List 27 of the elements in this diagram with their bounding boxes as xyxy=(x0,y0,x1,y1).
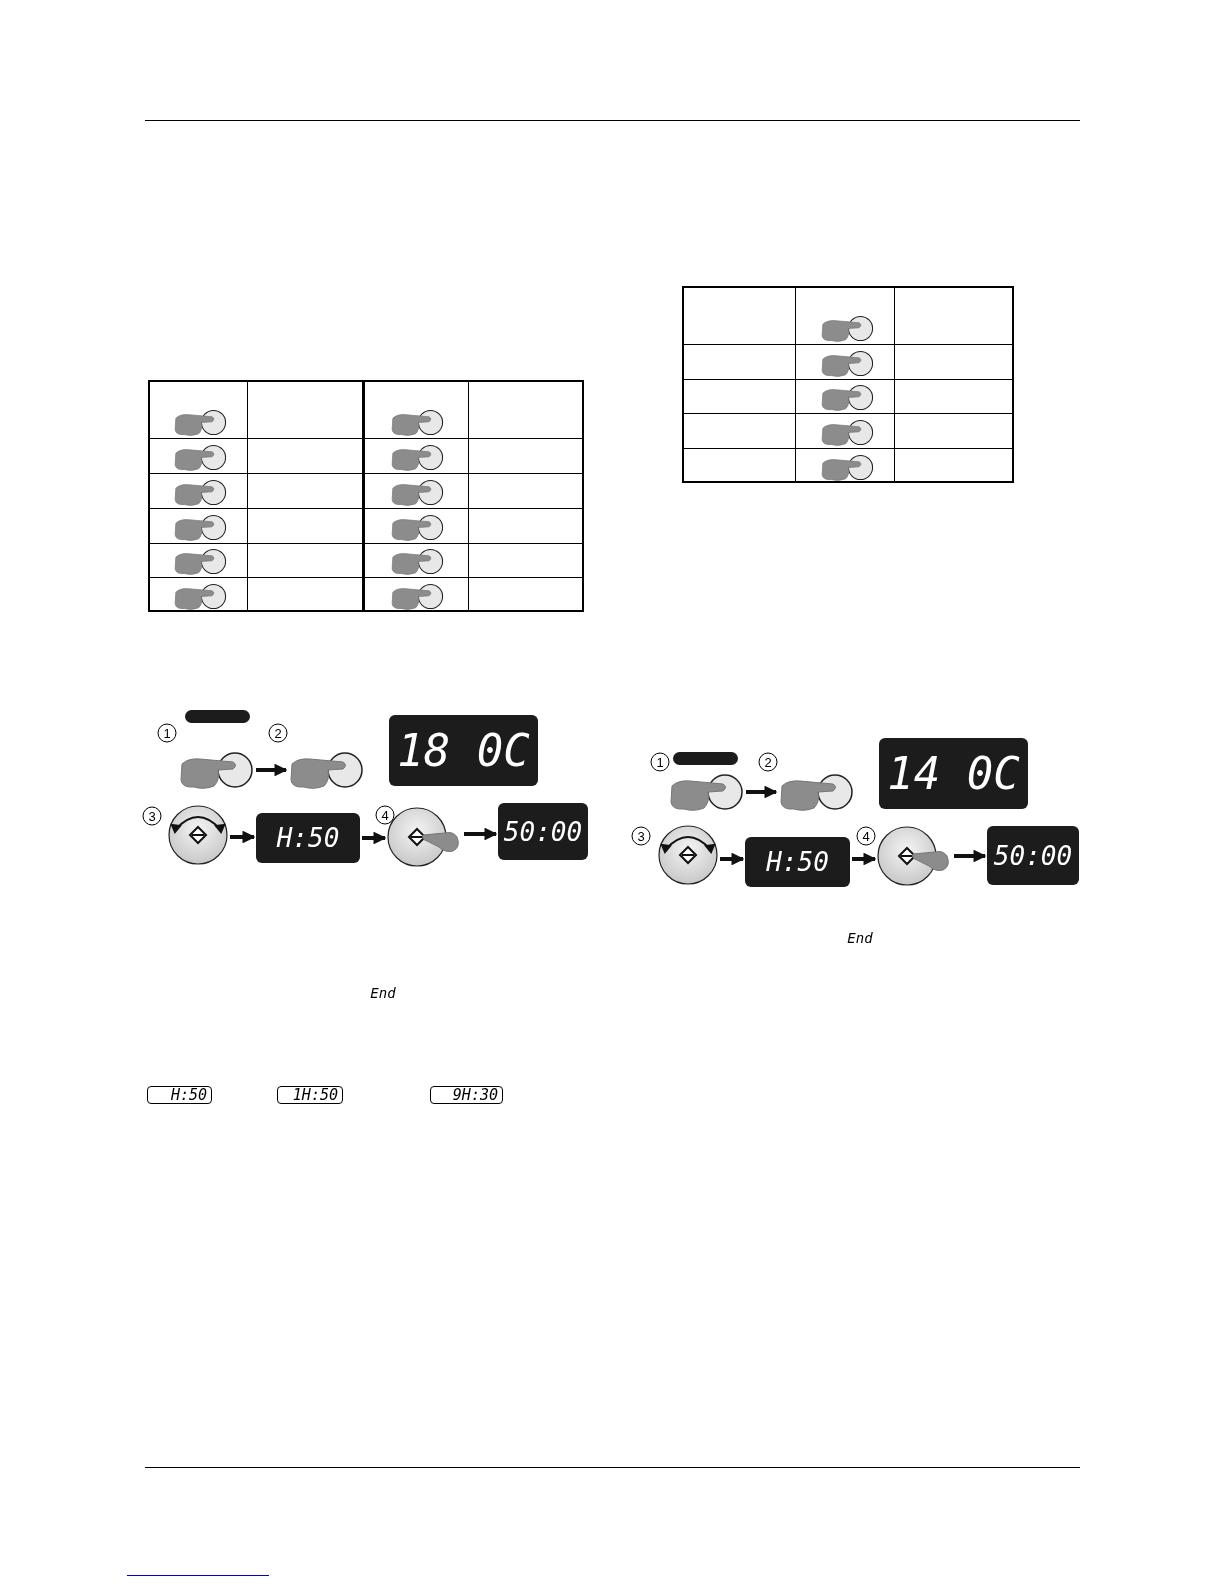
picture xyxy=(668,772,744,812)
lcd-display: H:50 xyxy=(147,1086,212,1104)
picture xyxy=(778,772,854,812)
led-display: H:50 xyxy=(745,837,850,887)
led-display: 50:00 xyxy=(987,826,1079,885)
picture xyxy=(288,750,364,790)
flow-arrow xyxy=(230,830,256,844)
flow-arrow xyxy=(720,852,745,866)
rotary-knob xyxy=(658,825,718,885)
picture xyxy=(877,826,952,886)
display-message: End xyxy=(847,931,873,945)
picture xyxy=(387,807,462,867)
rotary-knob xyxy=(168,805,228,865)
flow-arrow xyxy=(362,831,387,845)
flow-arrow xyxy=(954,849,987,863)
flow-arrow xyxy=(746,785,778,799)
led-display: H:50 xyxy=(256,813,360,863)
led-display: 18 0C xyxy=(389,715,538,786)
display-message: End xyxy=(370,986,396,1000)
flow-arrow xyxy=(464,827,498,841)
picture xyxy=(178,750,254,790)
lcd-display: 1H:50 xyxy=(277,1086,343,1104)
flow-arrow xyxy=(852,852,877,866)
led-display: 50:00 xyxy=(498,803,588,860)
lcd-display: 9H:30 xyxy=(430,1086,503,1104)
flow-arrow xyxy=(256,763,288,777)
led-display: 14 0C xyxy=(879,738,1028,809)
